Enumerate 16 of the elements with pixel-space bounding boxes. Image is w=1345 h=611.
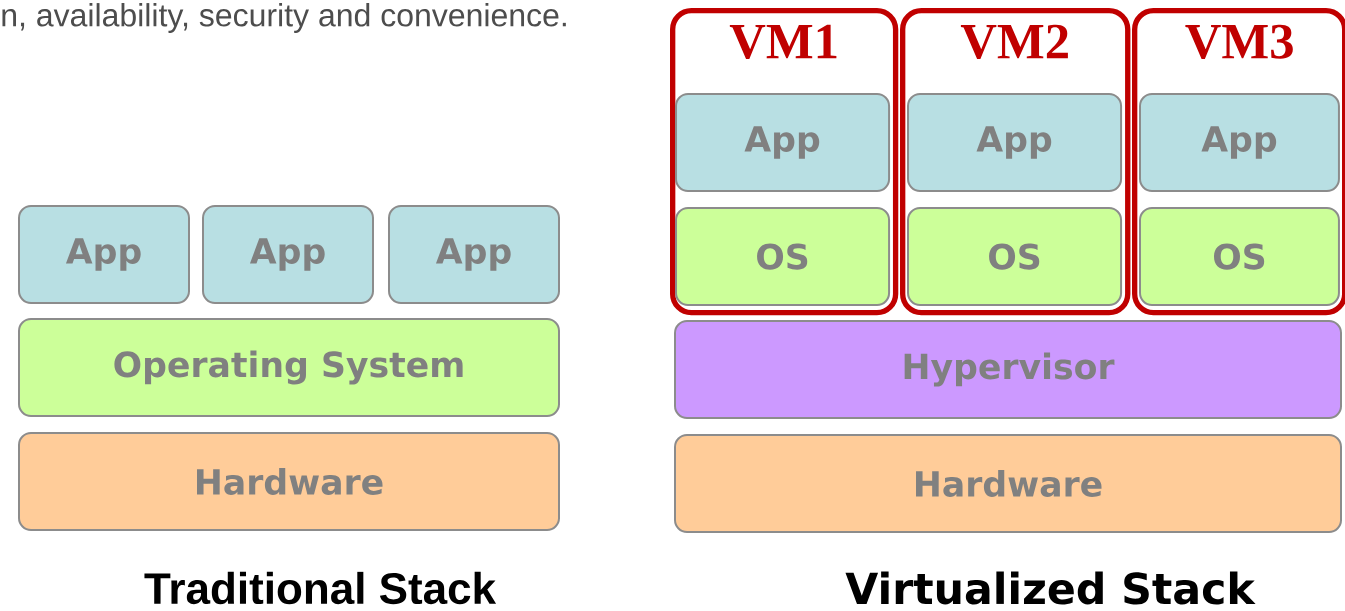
app-box: App	[1139, 93, 1340, 193]
hardware-box: Hardware	[674, 434, 1342, 534]
hypervisor-box: Hypervisor	[674, 320, 1342, 420]
app-box: App	[18, 205, 190, 305]
intro-text: n, availability, security and convenience.	[2, 3, 566, 33]
os-box: OS	[907, 207, 1123, 307]
os-box: OS	[1139, 207, 1340, 307]
app-box: App	[388, 205, 560, 305]
stack-caption: Traditional Stack	[144, 571, 497, 605]
os-box: OS	[675, 207, 891, 307]
hardware-box: Hardware	[18, 432, 560, 532]
app-box: App	[675, 93, 891, 193]
stack-caption: Virtualized Stack	[845, 571, 1256, 605]
app-box: App	[202, 205, 374, 305]
os-box: Operating System	[18, 318, 560, 418]
app-box: App	[907, 93, 1123, 193]
